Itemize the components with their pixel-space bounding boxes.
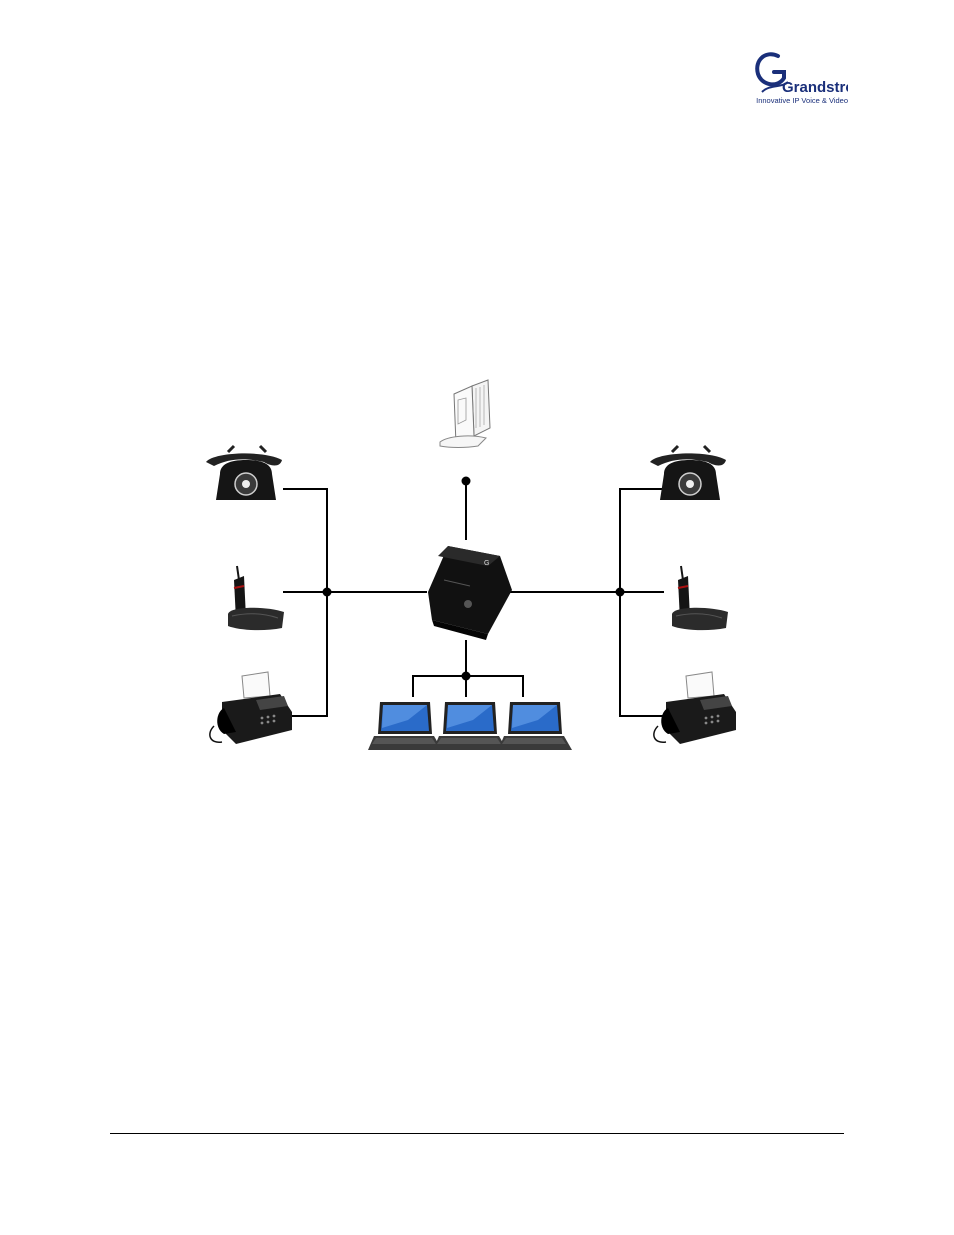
left-cordless-phone-icon: [228, 566, 284, 630]
logo-mark-icon: Grandstream: [748, 48, 848, 98]
modem-junction-dot: [462, 477, 471, 486]
right-bus-line: [620, 489, 664, 716]
footer-rule: [110, 1133, 844, 1134]
right-cordless-phone-icon: [672, 566, 728, 630]
left-junction-dot: [323, 588, 332, 597]
left-fax-machine-icon: [210, 672, 292, 744]
svg-text:G: G: [484, 560, 489, 567]
logo-wordmark: Grandstream: [782, 79, 848, 96]
laptop-2-icon: [433, 702, 507, 750]
left-bus-line: [283, 489, 327, 716]
right-fax-machine-icon: [654, 672, 736, 744]
right-rotary-phone-icon: [650, 446, 726, 500]
laptop-3-icon: [498, 702, 572, 750]
left-rotary-phone-icon: [206, 446, 282, 500]
laptop-1-icon: [368, 702, 442, 750]
laptop-junction-dot: [462, 672, 471, 681]
modem-icon: [440, 380, 490, 448]
network-diagram: G: [190, 375, 770, 775]
grandstream-logo: Grandstream Innovative IP Voice & Video: [748, 48, 848, 110]
logo-tagline: Innovative IP Voice & Video: [748, 96, 848, 105]
right-junction-dot: [616, 588, 625, 597]
voip-gateway-icon: G: [428, 546, 512, 640]
